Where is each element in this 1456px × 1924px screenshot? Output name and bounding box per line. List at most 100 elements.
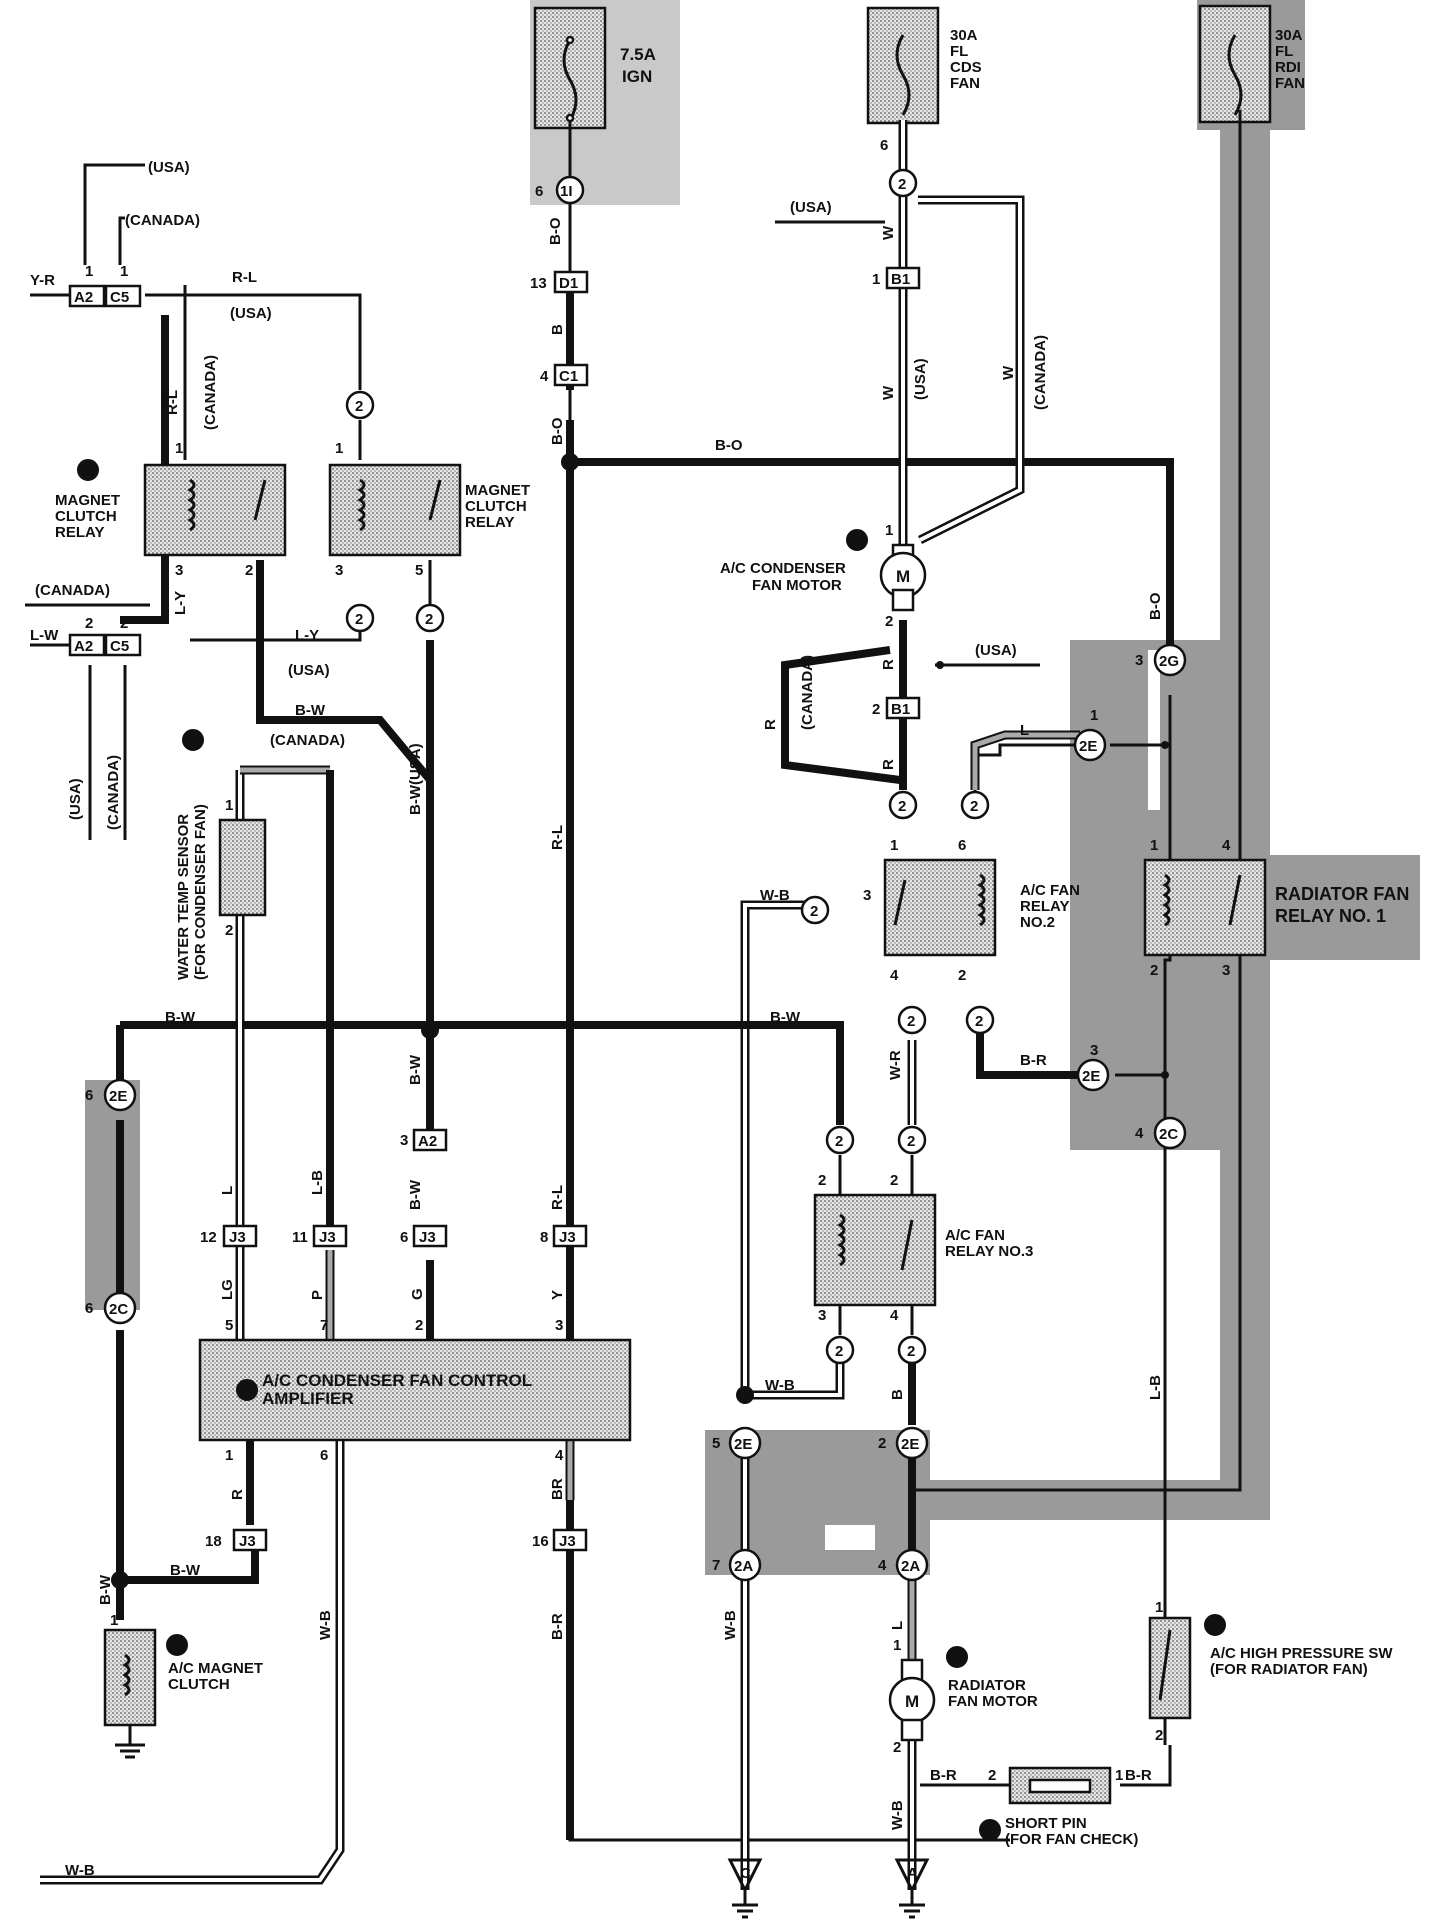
svg-text:7: 7 bbox=[320, 1317, 328, 1334]
svg-text:Y: Y bbox=[549, 1290, 566, 1300]
svg-text:2: 2 bbox=[890, 1172, 898, 1189]
svg-text:J3: J3 bbox=[319, 1229, 336, 1246]
ground-c: C bbox=[727, 1858, 763, 1919]
svg-text:B: B bbox=[549, 324, 566, 335]
svg-text:6: 6 bbox=[958, 837, 966, 854]
svg-text:6: 6 bbox=[85, 1087, 93, 1104]
svg-text:B1: B1 bbox=[891, 271, 910, 288]
water-temp-sensor: Y WATER TEMP SENSOR (FOR CONDENSER FAN) bbox=[175, 729, 267, 980]
svg-text:4: 4 bbox=[1222, 837, 1231, 854]
svg-text:4: 4 bbox=[540, 368, 549, 385]
svg-text:(FOR CONDENSER FAN): (FOR CONDENSER FAN) bbox=[192, 804, 209, 980]
svg-text:RELAY: RELAY bbox=[465, 514, 514, 531]
svg-text:B-R: B-R bbox=[549, 1613, 566, 1640]
svg-text:C5: C5 bbox=[110, 638, 129, 655]
fuse-cds-fan: 30A FL CDS FAN bbox=[866, 6, 982, 125]
svg-text:2: 2 bbox=[958, 967, 966, 984]
svg-text:6: 6 bbox=[320, 1447, 328, 1464]
connector-j3-18: J3 bbox=[232, 1528, 268, 1552]
svg-text:L-Y: L-Y bbox=[172, 591, 189, 615]
svg-text:W-B: W-B bbox=[722, 1610, 739, 1640]
svg-text:(FOR FAN CHECK): (FOR FAN CHECK) bbox=[1005, 1831, 1138, 1848]
svg-text:(CANADA): (CANADA) bbox=[125, 212, 200, 229]
svg-text:B-O: B-O bbox=[549, 417, 566, 445]
svg-text:12: 12 bbox=[200, 1229, 217, 1246]
svg-text:1: 1 bbox=[1150, 837, 1158, 854]
svg-text:2: 2 bbox=[415, 1317, 423, 1334]
svg-text:L: L bbox=[219, 1186, 236, 1195]
svg-text:L-Y: L-Y bbox=[295, 627, 319, 644]
svg-text:A/C CONDENSER: A/C CONDENSER bbox=[720, 560, 846, 577]
connector-2-f: 2 bbox=[800, 895, 830, 925]
svg-text:A2: A2 bbox=[74, 638, 93, 655]
svg-text:P: P bbox=[309, 1290, 326, 1300]
svg-text:3: 3 bbox=[1090, 1042, 1098, 1059]
svg-text:1: 1 bbox=[1155, 1599, 1163, 1616]
svg-text:RELAY NO.3: RELAY NO.3 bbox=[945, 1243, 1033, 1260]
svg-text:RDI: RDI bbox=[1275, 59, 1301, 76]
connector-2-cds: 2 bbox=[888, 168, 918, 198]
svg-text:J3: J3 bbox=[559, 1229, 576, 1246]
connector-2-g: 2 bbox=[897, 1005, 927, 1035]
svg-text:NO.2: NO.2 bbox=[1020, 914, 1055, 931]
svg-text:L-B: L-B bbox=[1147, 1375, 1164, 1400]
svg-text:B-O: B-O bbox=[1147, 592, 1164, 620]
svg-text:LG: LG bbox=[219, 1279, 236, 1300]
svg-text:C: C bbox=[740, 1865, 751, 1882]
connector-2-d: 2 bbox=[888, 790, 918, 820]
fuse-ign: 7.5A IGN bbox=[533, 6, 656, 130]
svg-text:B-W: B-W bbox=[770, 1009, 801, 1026]
svg-text:2: 2 bbox=[970, 798, 978, 815]
svg-text:W: W bbox=[242, 1383, 257, 1400]
svg-text:4: 4 bbox=[555, 1447, 564, 1464]
svg-text:W-B: W-B bbox=[765, 1377, 795, 1394]
svg-text:L-W: L-W bbox=[30, 627, 59, 644]
svg-text:5: 5 bbox=[225, 1317, 233, 1334]
svg-text:B-W: B-W bbox=[97, 1574, 114, 1605]
connector-j3-12: J3 bbox=[222, 1224, 258, 1248]
svg-text:6: 6 bbox=[85, 1300, 93, 1317]
connector-2c-a: 2C bbox=[1153, 1116, 1187, 1150]
svg-text:B-W: B-W bbox=[295, 702, 326, 719]
connector-2c-b: 2C bbox=[103, 1291, 137, 1325]
svg-text:RELAY: RELAY bbox=[55, 524, 104, 541]
svg-text:2: 2 bbox=[355, 398, 363, 415]
svg-text:RADIATOR FAN: RADIATOR FAN bbox=[1275, 884, 1409, 904]
svg-text:RELAY NO. 1: RELAY NO. 1 bbox=[1275, 906, 1386, 926]
svg-text:B-W: B-W bbox=[170, 1562, 201, 1579]
svg-text:1I: 1I bbox=[560, 183, 573, 200]
svg-text:B-W(USA): B-W(USA) bbox=[407, 743, 424, 815]
svg-text:2: 2 bbox=[245, 562, 253, 579]
svg-text:A/C CONDENSER FAN CONTROL: A/C CONDENSER FAN CONTROL bbox=[262, 1371, 532, 1390]
svg-text:c: c bbox=[1210, 1618, 1218, 1635]
svg-text:3: 3 bbox=[818, 1307, 826, 1324]
svg-text:4: 4 bbox=[890, 967, 899, 984]
connector-2-i: 2 bbox=[825, 1125, 855, 1155]
svg-text:3: 3 bbox=[1135, 652, 1143, 669]
magnet-clutch-relay: MAGNET CLUTCH RELAY bbox=[328, 463, 530, 557]
connector-2a-a: 2A bbox=[728, 1548, 762, 1582]
lower-bus-shade bbox=[705, 1480, 1265, 1520]
svg-text:W-B: W-B bbox=[889, 1800, 906, 1830]
svg-text:(CANADA): (CANADA) bbox=[202, 355, 219, 430]
svg-text:1: 1 bbox=[225, 1447, 233, 1464]
svg-text:(USA): (USA) bbox=[975, 642, 1017, 659]
svg-text:(FOR RADIATOR FAN): (FOR RADIATOR FAN) bbox=[1210, 1661, 1368, 1678]
wires bbox=[30, 110, 1242, 1890]
svg-text:B-W: B-W bbox=[165, 1009, 196, 1026]
svg-text:FAN: FAN bbox=[950, 75, 980, 92]
svg-text:M: M bbox=[905, 1692, 919, 1711]
svg-text:FAN MOTOR: FAN MOTOR bbox=[948, 1693, 1038, 1710]
wire-color-labels: B-O B B-O B-O B-O R-L R-L L-Y L-Y B-W B-… bbox=[30, 217, 1164, 1879]
connector-2-l: 2 bbox=[897, 1335, 927, 1365]
svg-text:L-B: L-B bbox=[309, 1170, 326, 1195]
svg-text:7: 7 bbox=[712, 1557, 720, 1574]
svg-text:A/C HIGH PRESSURE SW: A/C HIGH PRESSURE SW bbox=[1210, 1645, 1393, 1662]
svg-text:B1: B1 bbox=[891, 701, 910, 718]
svg-text:W-B: W-B bbox=[317, 1610, 334, 1640]
ac-condenser-fan-motor: M Z A/C CONDENSER FAN MOTOR bbox=[720, 529, 927, 612]
svg-text:R-L: R-L bbox=[232, 269, 257, 286]
svg-text:b: b bbox=[985, 1823, 994, 1840]
round-connectors: 1I 2 2 2 2 2 2 2 2 2 2 2 2 2 2G 2E 2E 2C… bbox=[103, 168, 1187, 1582]
